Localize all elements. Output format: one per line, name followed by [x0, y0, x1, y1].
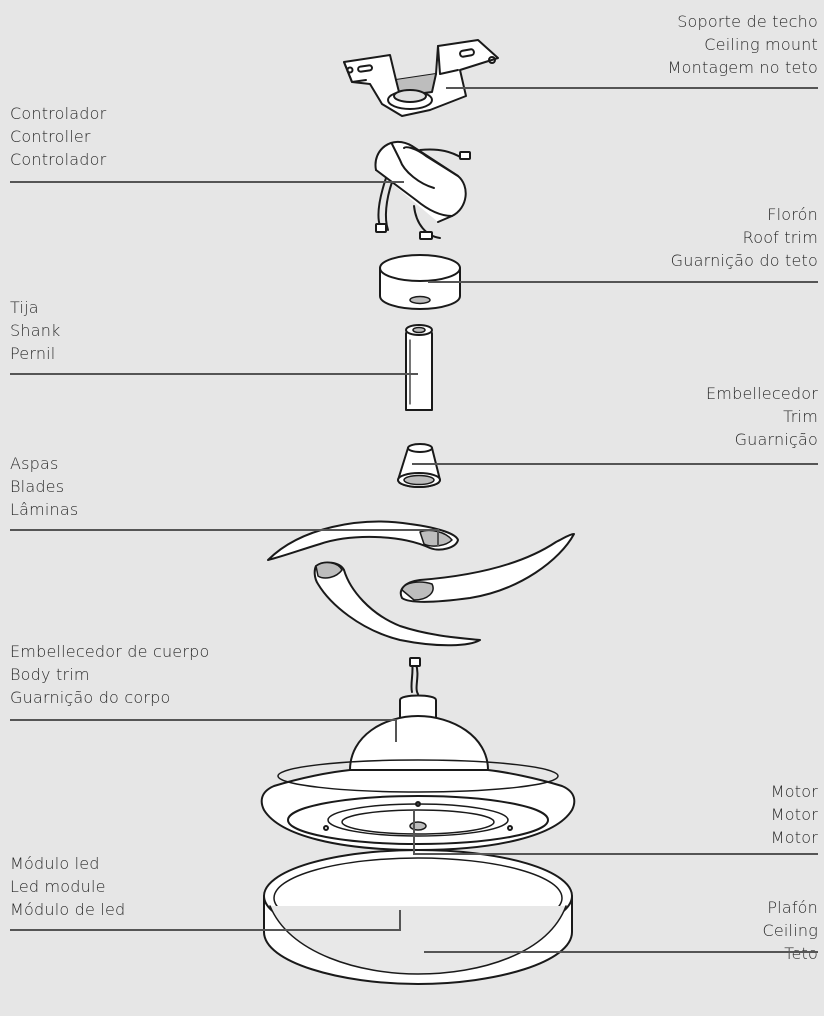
- label-controller-en: Controller: [10, 127, 91, 146]
- label-trim: Embellecedor Trim Guarnição: [706, 382, 818, 451]
- label-led-module: Módulo led Led module Módulo de led: [10, 852, 125, 921]
- label-shank-es: Tija: [10, 298, 39, 317]
- label-roof-trim-en: Roof trim: [742, 228, 818, 247]
- label-ceiling-mount-es: Soporte de techo: [677, 12, 818, 31]
- label-controller: Controlador Controller Controlador: [10, 102, 106, 171]
- label-blades-es: Aspas: [10, 454, 59, 473]
- label-trim-en: Trim: [783, 407, 818, 426]
- label-motor-en: Motor: [770, 805, 818, 824]
- leader-blades: [10, 529, 439, 546]
- label-controller-pt: Controlador: [10, 150, 107, 169]
- label-ceiling-en: Ceiling: [762, 921, 818, 940]
- label-motor-es: Motor: [770, 782, 818, 801]
- leader-lines: [10, 87, 818, 953]
- label-trim-es: Embellecedor: [706, 384, 818, 403]
- leader-led-module: [10, 910, 401, 931]
- label-shank-en: Shank: [10, 321, 61, 340]
- shank-part: [405, 324, 433, 411]
- label-led-module-en: Led module: [10, 877, 106, 896]
- leader-body-trim: [10, 719, 397, 742]
- label-blades-en: Blades: [10, 477, 65, 496]
- blades-part: [267, 520, 575, 647]
- leader-motor: [413, 810, 818, 855]
- label-ceiling-es: Plafón: [767, 898, 818, 917]
- label-body-trim-en: Body trim: [10, 665, 90, 684]
- trim-part: [397, 443, 441, 488]
- label-trim-pt: Guarnição: [734, 430, 818, 449]
- ceiling-diffuser-part: [263, 849, 573, 985]
- label-blades-pt: Lâminas: [10, 500, 79, 519]
- label-blades: Aspas Blades Lâminas: [10, 452, 78, 521]
- label-roof-trim-pt: Guarnição do teto: [670, 251, 818, 270]
- label-roof-trim: Florón Roof trim Guarnição do teto: [671, 203, 818, 272]
- label-body-trim-es: Embellecedor de cuerpo: [10, 642, 210, 661]
- motor-part: [260, 657, 576, 851]
- label-shank: Tija Shank Pernil: [10, 296, 61, 365]
- label-motor-pt: Motor: [770, 828, 818, 847]
- label-shank-pt: Pernil: [10, 344, 56, 363]
- label-roof-trim-es: Florón: [767, 205, 818, 224]
- ceiling-mount-part: [343, 39, 499, 117]
- label-ceiling-mount: Soporte de techo Ceiling mount Montagem …: [668, 10, 818, 79]
- roof-trim-part: [379, 254, 461, 310]
- label-ceiling-pt: Teto: [784, 944, 818, 963]
- label-led-module-pt: Módulo de led: [10, 900, 126, 919]
- label-controller-es: Controlador: [10, 104, 107, 123]
- label-ceiling-mount-en: Ceiling mount: [704, 35, 818, 54]
- label-body-trim: Embellecedor de cuerpo Body trim Guarniç…: [10, 640, 209, 709]
- label-led-module-es: Módulo led: [10, 854, 100, 873]
- controller-part: [374, 140, 471, 240]
- label-motor: Motor Motor Motor: [771, 780, 818, 849]
- label-body-trim-pt: Guarnição do corpo: [10, 688, 171, 707]
- label-ceiling: Plafón Ceiling Teto: [763, 896, 819, 965]
- label-ceiling-mount-pt: Montagem no teto: [667, 58, 818, 77]
